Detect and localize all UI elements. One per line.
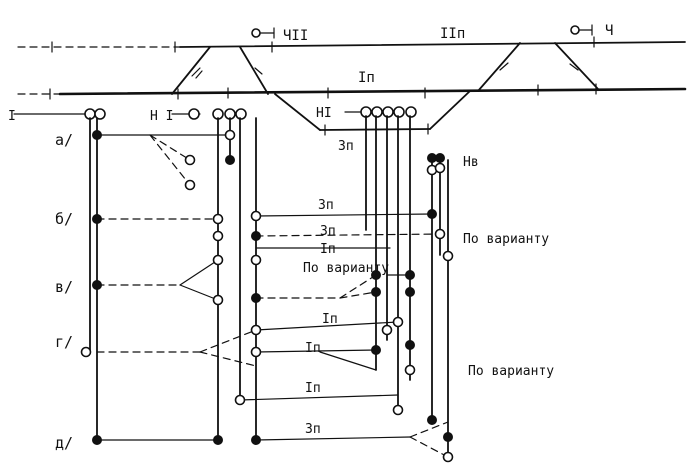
signal-chii (251, 27, 275, 39)
row-label-a: а/ (55, 131, 73, 149)
crossover-left-1 (171, 46, 211, 95)
track-ii (179, 41, 686, 48)
route-label-ip: Iп (320, 242, 336, 257)
label-signal-nv: Нв (463, 155, 479, 170)
label-signal-n: Н I (150, 109, 173, 124)
route-row-g: г/ Iп Iп Iп По варианту (55, 312, 554, 416)
row-label-v: в/ (55, 278, 73, 296)
route-label-ip-g2: Iп (305, 341, 321, 356)
track-3 (319, 128, 431, 131)
track-layout: ЧII IIп Ч Iп 3п I Н I НI (8, 23, 687, 154)
crossover-right-2 (554, 42, 599, 90)
label-track-iip: IIп (440, 26, 465, 42)
switch-marks (191, 62, 579, 79)
route-label-3p-2: 3п (320, 224, 336, 239)
crossover-to-3 (274, 93, 321, 131)
route-label-variant-v: По вари­анту (303, 261, 389, 276)
label-track-3p: 3п (338, 139, 354, 154)
track-i (58, 87, 687, 96)
label-track-ch: Ч (605, 23, 613, 39)
route-row-d: д/ 3п (55, 415, 454, 463)
crossover-right-1 (477, 42, 521, 92)
route-label-ip-g1: Iп (322, 312, 338, 327)
signal-nv: Нв (426, 153, 479, 176)
route-row-v: в/ По вари­анту (55, 254, 415, 306)
route-label-ip-g3: Iп (305, 381, 321, 396)
insulated-joints (49, 36, 597, 136)
route-label-3p-d: 3п (305, 422, 321, 437)
label-signal-ni: НI (316, 106, 332, 121)
signal-ch (570, 24, 593, 36)
crossover-from-3 (429, 90, 471, 130)
label-signal-left: I (8, 109, 16, 124)
row-label-d: д/ (55, 434, 73, 452)
route-label-variant-b: По вари­анту (463, 232, 549, 247)
signal-heads-row (13, 106, 417, 120)
route-label-3p: 3п (318, 198, 334, 213)
row-label-g: г/ (55, 333, 73, 351)
route-label-variant-g: По варианту (468, 364, 554, 379)
label-track-chii: ЧII (283, 28, 308, 44)
vertical-bars (89, 115, 449, 456)
route-row-a: а/ (55, 129, 236, 191)
row-label-b: б/ (55, 210, 73, 228)
route-row-b: б/ 3п 3п Iп По вари­анту (55, 198, 549, 262)
label-track-ip: Iп (358, 70, 375, 86)
crossover-left-2 (239, 46, 269, 95)
